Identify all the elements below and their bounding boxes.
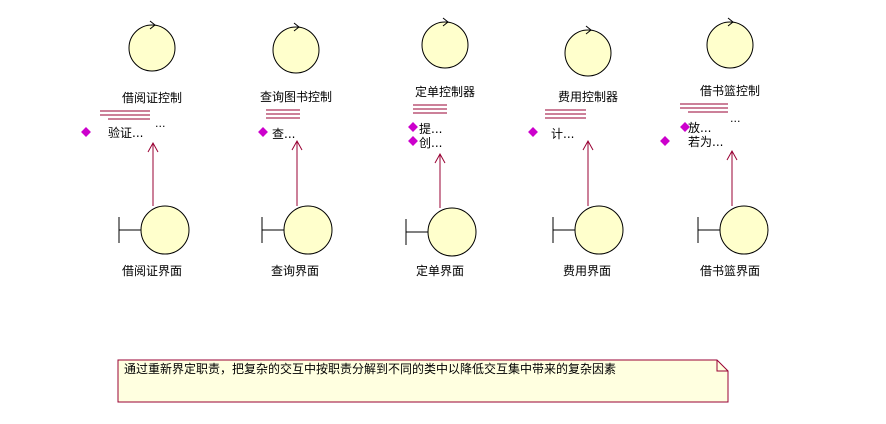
association-arrow[interactable] [726, 149, 738, 206]
boundary-circle [719, 205, 769, 255]
operation-marker-icon [408, 122, 418, 132]
control-circle [706, 21, 754, 69]
control-circle [272, 26, 320, 74]
control-name: 费用控制器 [558, 90, 618, 104]
operation-label: 创... [419, 136, 442, 150]
arrowhead-icon [147, 141, 159, 153]
control-class[interactable]: 费用控制器计... [528, 25, 618, 141]
control-arrowhead-icon [149, 20, 156, 30]
control-name: 借阅证控制 [122, 91, 182, 105]
control-class[interactable]: 定单控制器提...创... [408, 17, 475, 150]
arrowhead-icon [434, 152, 446, 164]
operation-marker-icon [680, 122, 690, 132]
boundary-name: 查询界面 [271, 264, 319, 278]
control-arrowhead-icon [442, 17, 449, 27]
operation-label: 验证... [108, 125, 143, 140]
boundary-circle [427, 207, 477, 257]
association-arrow[interactable] [291, 139, 303, 206]
arrowhead-icon [291, 139, 303, 151]
association-arrow[interactable] [147, 141, 159, 206]
note-text: 通过重新界定职责，把复杂的交互中按职责分解到不同的类中以降低交互集中带来的复杂因… [124, 361, 616, 376]
boundary-class[interactable]: 定单界面 [405, 207, 477, 278]
note-shape [117, 359, 729, 403]
control-circle [564, 29, 612, 77]
boundary-name: 费用界面 [563, 264, 611, 278]
boundary-class[interactable]: 借阅证界面 [118, 205, 190, 278]
arrowhead-icon [726, 149, 738, 161]
control-class[interactable]: 查询图书控制查... [258, 22, 332, 141]
boundary-name: 借书篮界面 [700, 263, 760, 278]
association-arrow[interactable] [582, 139, 594, 206]
control-class[interactable]: 借书篮控制... 放...若为... [660, 17, 760, 149]
operation-marker-icon [660, 136, 670, 146]
operation-label: 若为... [688, 135, 723, 149]
boundary-circle [140, 205, 190, 255]
control-name: 查询图书控制 [260, 90, 332, 104]
operation-marker-icon [81, 127, 91, 137]
boundary-circle [574, 205, 624, 255]
boundary-name: 定单界面 [416, 263, 464, 278]
attributes-ellipsis: ... [155, 117, 166, 130]
column-1: 借阅证控制... 验证... 借阅证界面 [81, 20, 190, 278]
boundary-name: 借阅证界面 [122, 264, 182, 278]
operation-label: 放... [688, 120, 711, 135]
control-arrowhead-icon [293, 22, 300, 32]
control-name: 借书篮控制 [700, 83, 760, 98]
control-name: 定单控制器 [415, 84, 475, 99]
operation-label: 查... [272, 127, 295, 141]
control-class[interactable]: 借阅证控制... 验证... [81, 20, 182, 140]
boundary-class[interactable]: 费用界面 [552, 205, 624, 278]
operation-marker-icon [258, 127, 268, 137]
control-circle [421, 21, 469, 69]
boundary-class[interactable]: 借书篮界面 [697, 205, 769, 278]
boundary-class[interactable]: 查询界面 [261, 205, 333, 278]
operation-label: 计... [551, 127, 574, 141]
note-fold [716, 360, 728, 372]
attributes-ellipsis: ... [730, 112, 741, 125]
control-circle [128, 24, 176, 72]
association-arrow[interactable] [434, 152, 446, 208]
design-note[interactable]: 通过重新界定职责，把复杂的交互中按职责分解到不同的类中以降低交互集中带来的复杂因… [117, 359, 729, 403]
arrowhead-icon [582, 139, 594, 151]
operation-marker-icon [528, 127, 538, 137]
operation-marker-icon [408, 136, 418, 146]
control-arrowhead-icon [727, 17, 734, 27]
boundary-circle [283, 205, 333, 255]
operation-label: 提... [419, 121, 442, 136]
control-arrowhead-icon [585, 25, 592, 35]
column-5: 借书篮控制... 放...若为... 借书篮界面 [660, 17, 769, 278]
